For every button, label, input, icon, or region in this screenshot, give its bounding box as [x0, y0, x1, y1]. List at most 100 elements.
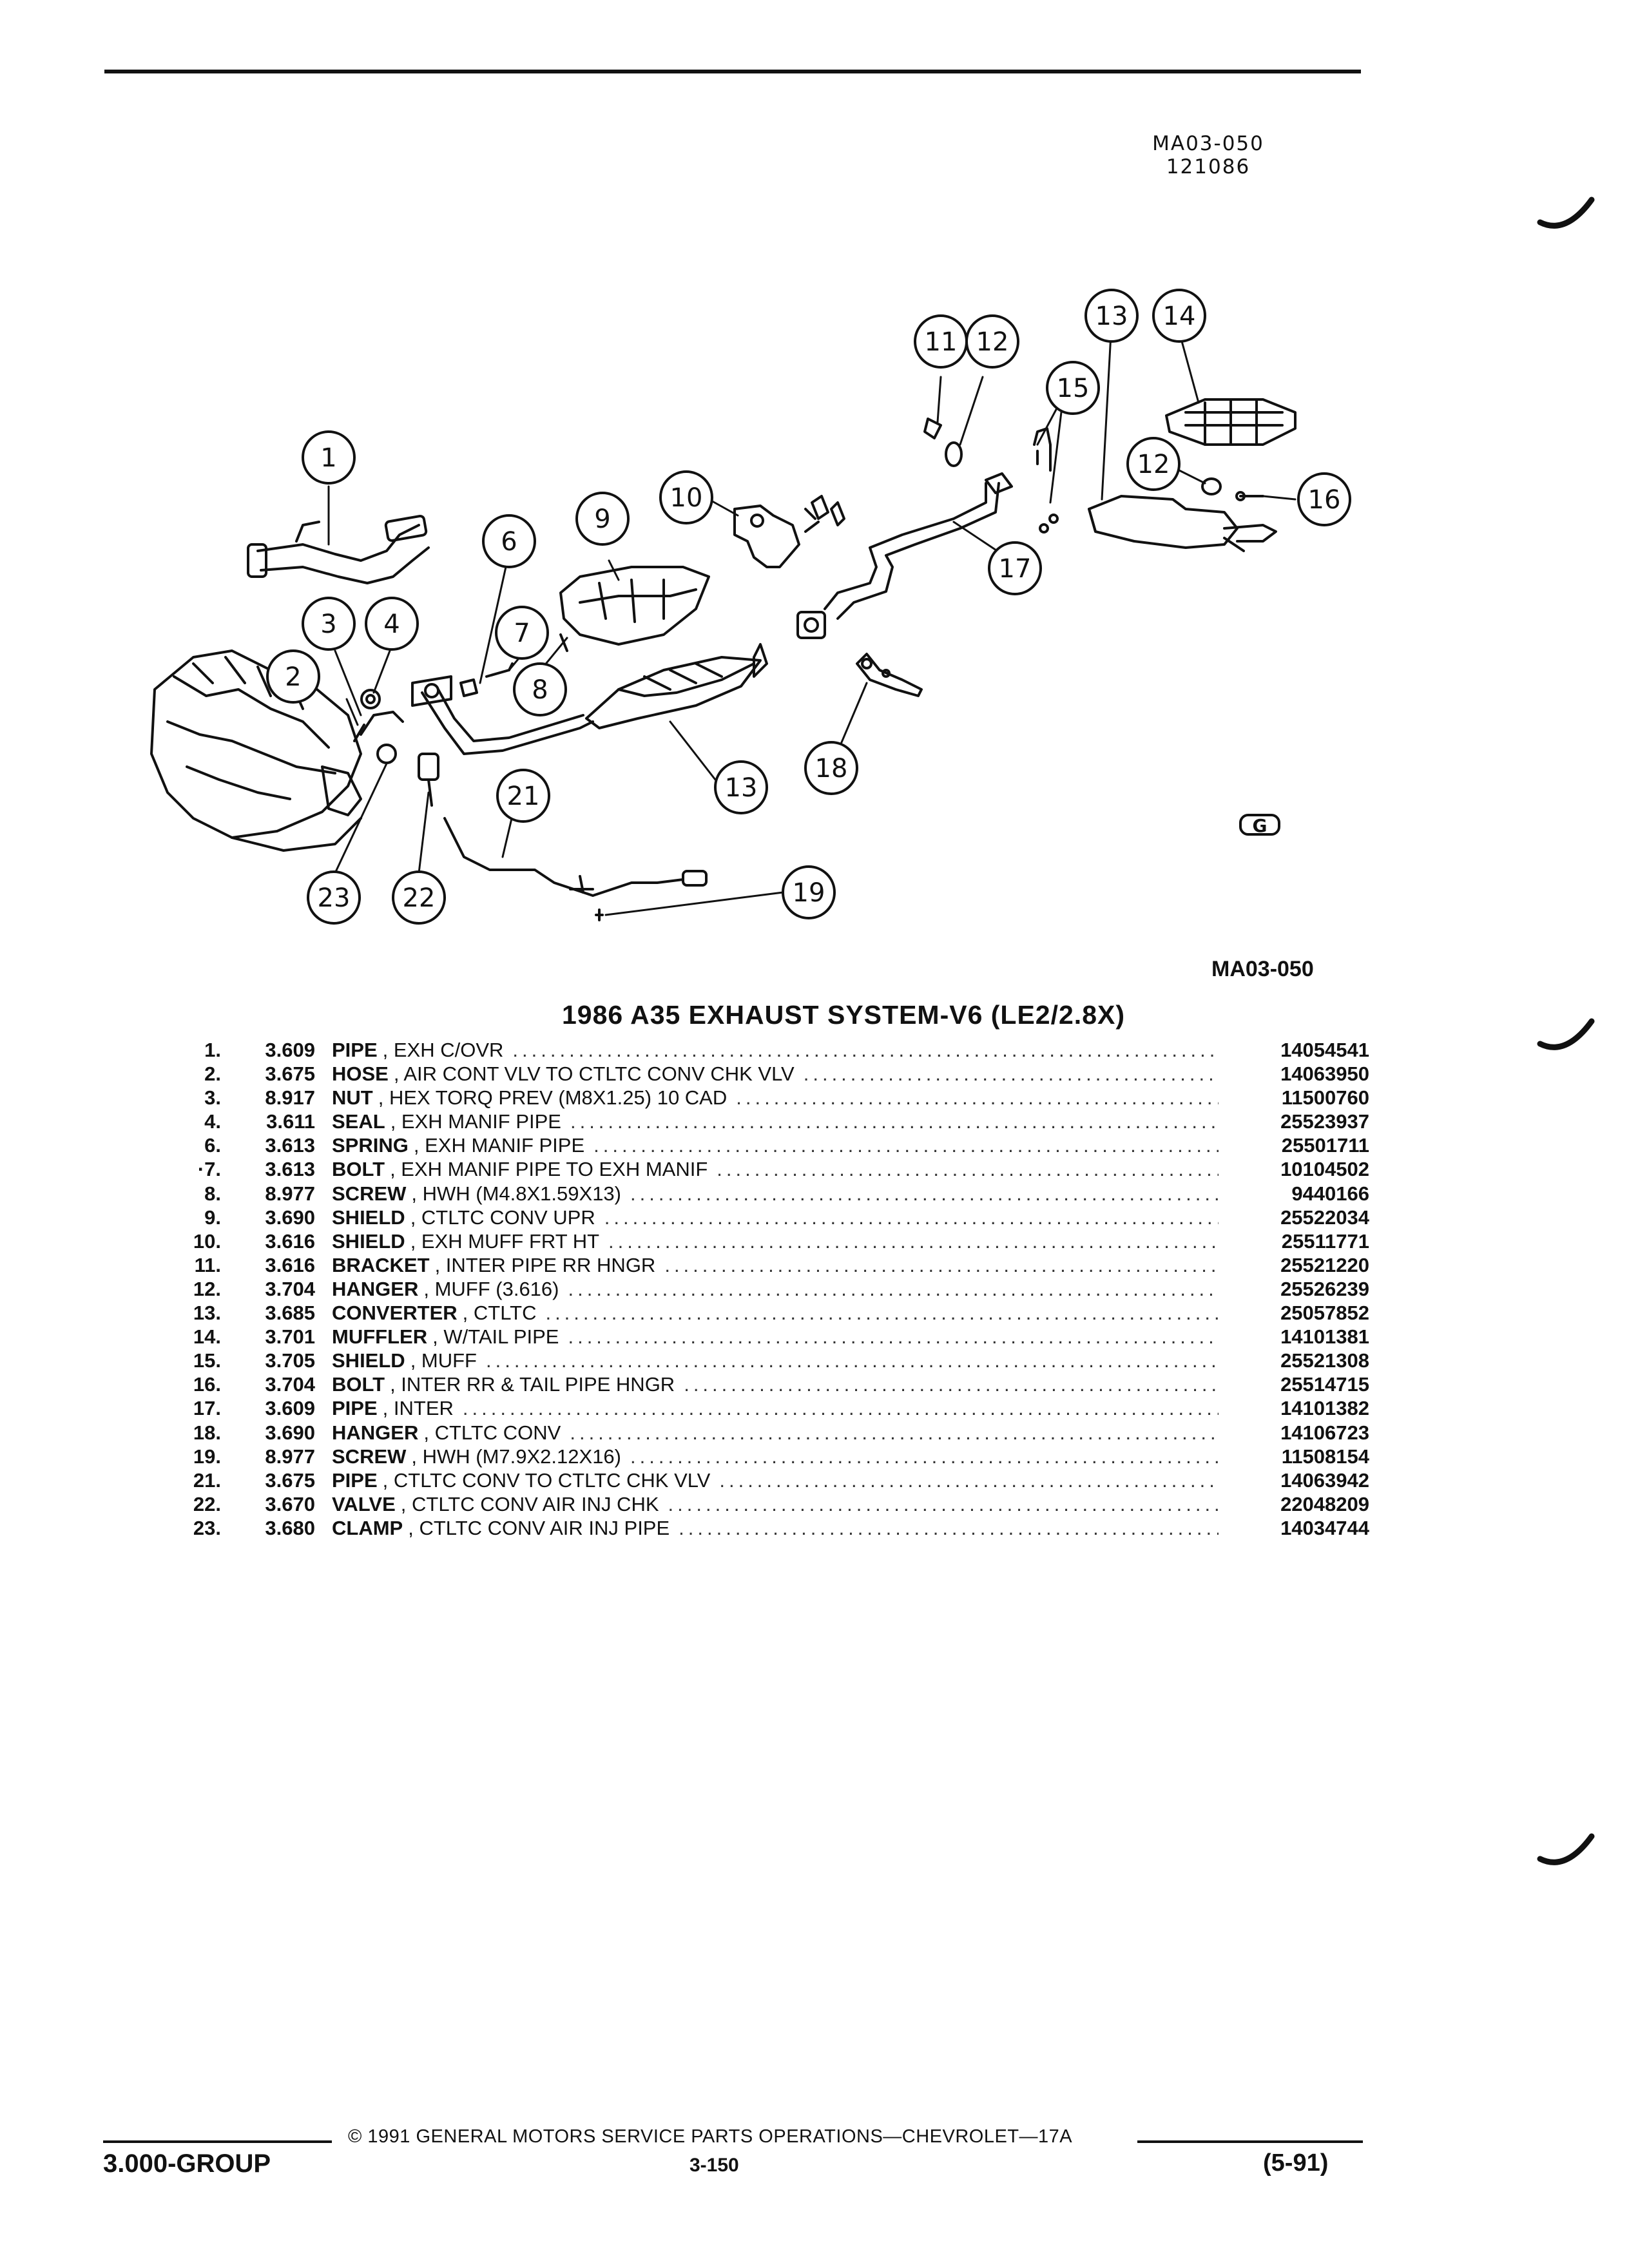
edition-date: (5-91) [1263, 2149, 1329, 2177]
item-number: 2. [204, 1062, 221, 1086]
svg-text:19: 19 [793, 878, 825, 908]
part-name: HOSE [332, 1062, 389, 1086]
group-number: 3.685 [265, 1302, 315, 1325]
part-number: 14063950 [1280, 1062, 1369, 1086]
part-detail: , EXH MANIF PIPE TO EXH MANIF [390, 1158, 708, 1181]
svg-text:21: 21 [507, 782, 540, 811]
margin-mark-bottom [1537, 1833, 1595, 1865]
group-number: 3.616 [265, 1253, 315, 1276]
part-number: 22048209 [1280, 1492, 1369, 1515]
leader-dots [736, 1086, 1219, 1110]
leader-dots [684, 1373, 1219, 1396]
catalytic-converter [585, 643, 768, 729]
part-description: HOSE, AIR CONT VLV TO CTLTC CONV CHK VLV [332, 1062, 1228, 1086]
part-number: 10104502 [1280, 1158, 1369, 1181]
leader-dots [593, 1134, 1219, 1157]
leader-dots [717, 1158, 1219, 1181]
inter-pipe-seal [811, 495, 845, 526]
part-description: SHIELD, EXH MUFF FRT HT [332, 1230, 1228, 1253]
part-name: SHIELD [332, 1229, 405, 1253]
item-number: 8. [204, 1182, 221, 1205]
item-number: 1. [204, 1039, 221, 1061]
svg-text:11: 11 [925, 327, 958, 357]
part-detail: , MUFF [410, 1349, 477, 1372]
part-detail: , HEX TORQ PREV (M8X1.25) 10 CAD [378, 1086, 728, 1110]
svg-text:3: 3 [320, 610, 336, 639]
part-name: MUFFLER [332, 1325, 428, 1349]
part-name: SHIELD [332, 1206, 405, 1229]
converter-shield [559, 566, 710, 646]
page-number: 3-150 [689, 2155, 739, 2176]
group-number: 3.705 [265, 1349, 315, 1372]
part-number: 11508154 [1281, 1445, 1369, 1468]
svg-text:2: 2 [285, 662, 301, 692]
item-number: 11. [194, 1253, 221, 1276]
part-detail: , EXH MUFF FRT HT [410, 1229, 600, 1253]
hanger-parts-right [1201, 477, 1264, 501]
air-injection-parts [353, 711, 439, 807]
part-description: CONVERTER, CTLTC [332, 1302, 1228, 1325]
item-number: 15. [193, 1349, 221, 1372]
group-number: 3.680 [265, 1516, 315, 1539]
footer-rule-left [103, 2140, 332, 2143]
group-number: 3.670 [265, 1492, 315, 1515]
top-rule [104, 70, 1361, 73]
callout-16: 16 [1297, 472, 1351, 526]
footer-rule-right [1137, 2140, 1363, 2143]
part-description: SHIELD, MUFF [332, 1349, 1228, 1372]
callout-13-lower: 13 [714, 760, 768, 814]
part-description: SCREW, HWH (M4.8X1.59X13) [332, 1182, 1228, 1206]
part-description: HANGER, MUFF (3.616) [332, 1278, 1228, 1301]
callout-17: 17 [988, 541, 1042, 595]
part-description: SHIELD, CTLTC CONV UPR [332, 1206, 1228, 1229]
copyright: © 1991 GENERAL MOTORS SERVICE PARTS OPER… [348, 2126, 1073, 2147]
part-number: 14034744 [1280, 1516, 1369, 1539]
part-name: SCREW [332, 1182, 407, 1205]
callout-13-upper: 15 [1046, 361, 1100, 415]
muffler [1088, 495, 1277, 552]
callout-12-upper: 12 [965, 314, 1019, 369]
item-number: 18. [193, 1421, 221, 1444]
part-description: PIPE, CTLTC CONV TO CTLTC CHK VLV [332, 1469, 1228, 1492]
callout-3: 3 [302, 597, 356, 651]
part-number: 14106723 [1280, 1421, 1369, 1444]
callout-1: 1 [302, 430, 356, 485]
part-detail: , CTLTC CONV UPR [410, 1206, 595, 1229]
crossover-pipe [247, 514, 430, 584]
part-name: BOLT [332, 1373, 385, 1396]
leader-dots [668, 1493, 1219, 1516]
check-valve-pipe [443, 817, 708, 897]
screw-19 [595, 908, 604, 921]
part-number: 14063942 [1280, 1468, 1369, 1492]
part-number: 25523937 [1280, 1110, 1369, 1133]
muffler-front-shield [733, 505, 820, 568]
part-detail: , INTER PIPE RR HNGR [434, 1253, 656, 1276]
svg-text:14: 14 [1163, 302, 1196, 331]
part-name: SEAL [332, 1110, 385, 1133]
group-number: 3.675 [265, 1062, 315, 1086]
part-name: PIPE [332, 1039, 378, 1061]
part-detail: , CTLTC CONV AIR INJ PIPE [408, 1516, 670, 1539]
part-description: VALVE, CTLTC CONV AIR INJ CHK [332, 1493, 1228, 1516]
part-description: CLAMP, CTLTC CONV AIR INJ PIPE [332, 1517, 1228, 1540]
part-detail: , HWH (M4.8X1.59X13) [411, 1182, 621, 1205]
group-number: 3.704 [265, 1277, 315, 1300]
svg-text:12: 12 [976, 327, 1009, 357]
part-description: BOLT, INTER RR & TAIL PIPE HNGR [332, 1373, 1228, 1396]
callout-2: 2 [266, 649, 320, 704]
